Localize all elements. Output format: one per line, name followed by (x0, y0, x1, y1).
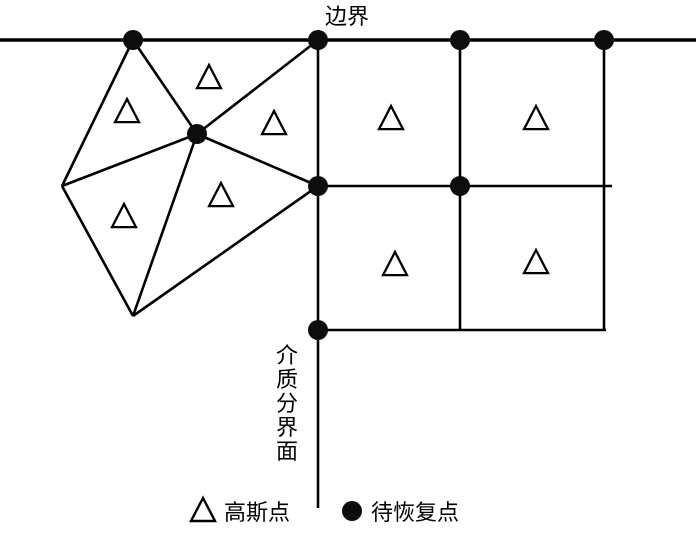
gauss-point (113, 96, 141, 124)
gauss-point (377, 103, 405, 131)
lines-layer (0, 38, 696, 508)
legend-gauss-label: 高斯点 (224, 500, 290, 525)
mesh-edge (60, 185, 135, 317)
gauss-point (522, 103, 550, 131)
gauss-point (260, 108, 288, 136)
mesh-edge (131, 133, 199, 317)
mesh-edge (196, 38, 319, 136)
gauss-point (522, 247, 550, 275)
recover-point (308, 30, 328, 50)
recover-point (450, 30, 470, 50)
gauss-layer (110, 62, 550, 277)
recover-point (187, 124, 207, 144)
mesh-edge (196, 132, 319, 188)
gauss-point-icon (189, 495, 217, 523)
recover-point (308, 176, 328, 196)
dots-layer (123, 30, 614, 340)
interface-label: 介质分界面 (276, 343, 298, 464)
recover-point (594, 30, 614, 50)
gauss-point (381, 249, 409, 277)
mesh-edge (131, 39, 199, 135)
recover-point-icon (342, 501, 362, 521)
recover-point (450, 176, 470, 196)
gauss-point (195, 62, 223, 90)
legend: 高斯点 待恢复点 (189, 495, 459, 525)
legend-recover-label: 待恢复点 (371, 500, 459, 525)
recover-point (123, 30, 143, 50)
gauss-point (110, 201, 138, 229)
mesh-edge (132, 184, 319, 318)
boundary-label: 边界 (325, 4, 369, 29)
mesh-edge (60, 39, 135, 187)
mesh-edge (61, 132, 198, 188)
gauss-point (207, 180, 235, 208)
recover-point (308, 320, 328, 340)
